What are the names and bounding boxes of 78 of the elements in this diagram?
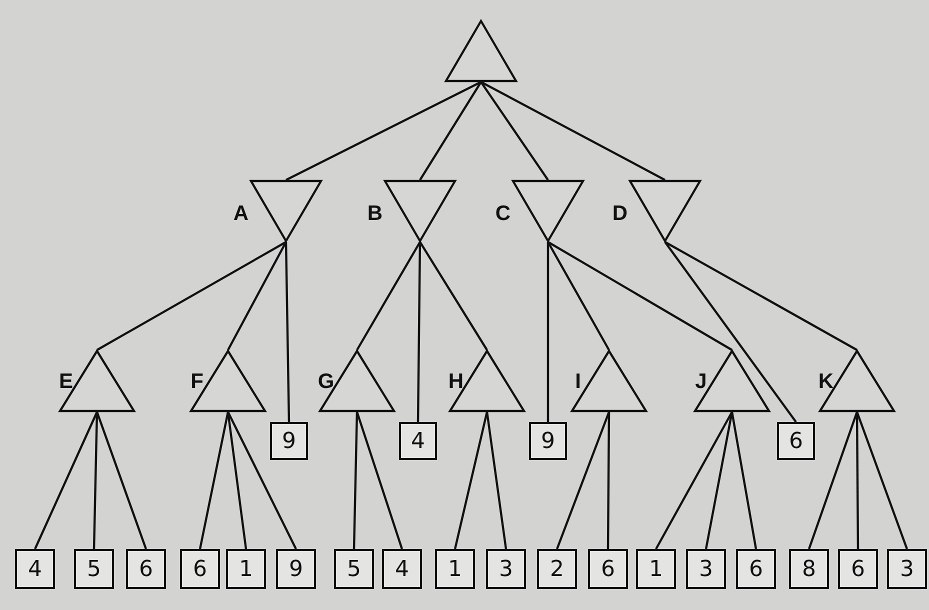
tree-branch [226, 412, 248, 550]
min-node-triangle [629, 180, 701, 242]
tree-branch [352, 412, 358, 550]
payoff-box: 6 [777, 422, 815, 460]
payoff-box: 8 [789, 549, 829, 589]
tree-branch [547, 241, 610, 351]
tree-branch [286, 81, 482, 181]
tree-branch [664, 241, 858, 351]
tree-branch [96, 241, 287, 351]
tree-branch [655, 411, 733, 550]
node-label: F [190, 370, 204, 394]
node-label: B [366, 202, 384, 226]
min-node-triangle [384, 180, 456, 242]
payoff-box: 5 [334, 549, 374, 589]
tree-branch [480, 81, 549, 181]
tree-branch [356, 412, 404, 550]
tree-branch [856, 412, 908, 550]
payoff-box: 1 [435, 549, 475, 589]
tree-branch [198, 412, 230, 550]
tree-branch [92, 412, 98, 550]
tree-branch [730, 412, 758, 550]
tree-branch [664, 241, 797, 423]
tree-branch [480, 81, 666, 181]
max-node-triangle [319, 350, 395, 412]
payoff-box: 6 [588, 549, 628, 589]
tree-branch [808, 412, 858, 550]
tree-branch [454, 412, 488, 550]
node-label: J [694, 370, 708, 394]
tree-branch [96, 412, 148, 550]
max-node-triangle [59, 350, 135, 412]
payoff-box: 6 [838, 549, 878, 589]
payoff-box: 6 [736, 549, 776, 589]
tree-branch [606, 412, 610, 549]
min-node-triangle [512, 180, 584, 242]
tree-branch [416, 242, 422, 422]
tree-branch [34, 412, 98, 550]
payoff-box: 3 [486, 549, 526, 589]
payoff-box: 4 [382, 549, 422, 589]
payoff-box: 9 [270, 422, 308, 460]
tree-branch [419, 241, 488, 351]
max-node-triangle [571, 350, 647, 412]
node-label: I [574, 370, 582, 394]
tree-branch [546, 242, 550, 422]
payoff-box: 1 [226, 549, 266, 589]
max-node-triangle [694, 350, 770, 412]
tree-branch [356, 241, 421, 351]
payoff-box: 2 [537, 549, 577, 589]
payoff-box: 3 [887, 549, 927, 589]
payoff-box: 1 [636, 549, 676, 589]
node-label: E [58, 370, 74, 394]
payoff-box: 5 [74, 549, 114, 589]
min-node-triangle [250, 180, 322, 242]
node-label: A [232, 202, 250, 226]
tree-branch [227, 412, 297, 550]
payoff-box: 4 [399, 422, 437, 460]
tree-branch [856, 412, 860, 549]
tree-branch [486, 412, 508, 550]
payoff-box: 3 [686, 549, 726, 589]
max-node-triangle [449, 350, 525, 412]
tree-branch [419, 81, 482, 181]
node-label: G [316, 370, 336, 394]
payoff-box: 9 [276, 549, 316, 589]
payoff-box: 4 [15, 549, 55, 589]
tree-branch [284, 242, 290, 422]
max-node-triangle [445, 20, 517, 82]
node-label: H [447, 370, 465, 394]
node-label: D [611, 202, 629, 226]
max-node-triangle [819, 350, 895, 412]
node-label: C [494, 202, 512, 226]
max-node-triangle [190, 350, 266, 412]
payoff-box: 9 [529, 422, 567, 460]
tree-branch [227, 241, 287, 351]
payoff-box: 6 [126, 549, 166, 589]
payoff-box: 6 [180, 549, 220, 589]
tree-branch [547, 241, 733, 351]
tree-branch [704, 412, 734, 550]
node-label: K [817, 370, 835, 394]
tree-branch [556, 412, 610, 550]
